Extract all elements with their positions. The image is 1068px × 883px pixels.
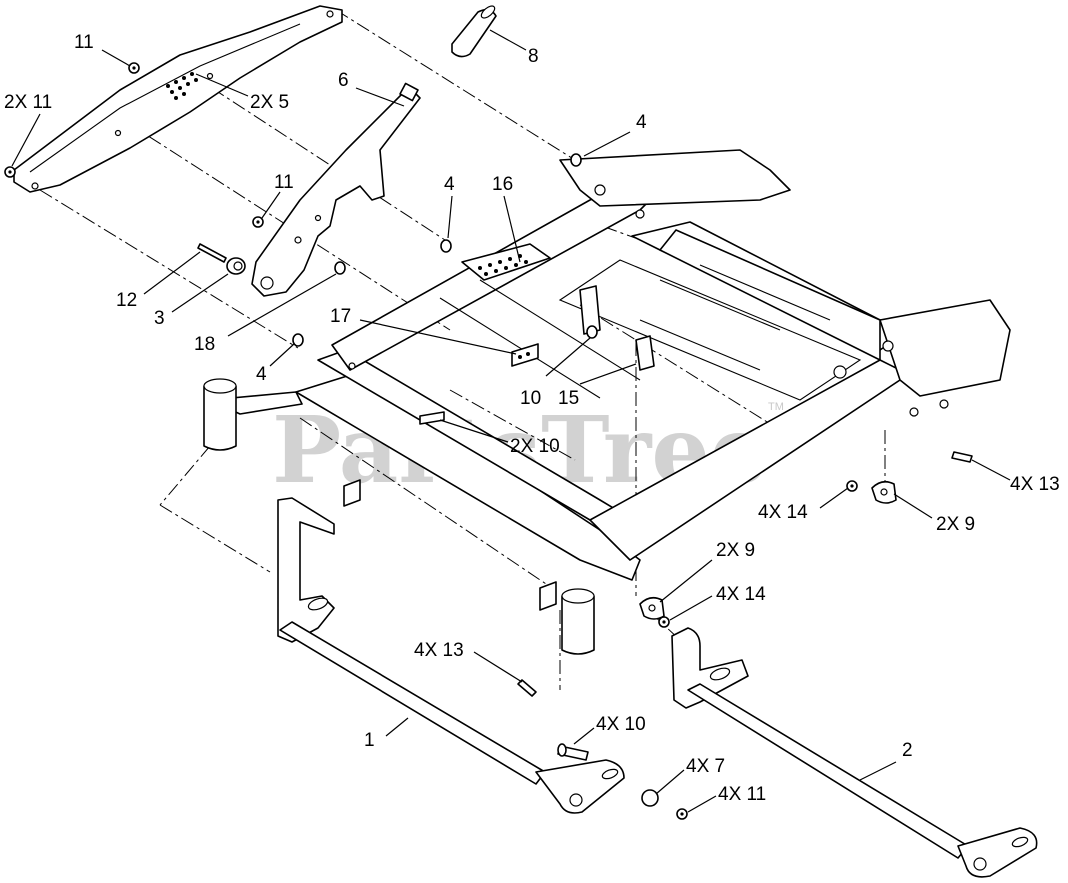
pin-18 (334, 261, 346, 275)
bushing-7 (641, 789, 659, 807)
callout-16: 16 (492, 174, 513, 195)
watermark-trademark: TM (768, 401, 784, 413)
hole-pattern (166, 72, 198, 100)
axle-part-1 (277, 497, 625, 814)
bolt-10-bottom (557, 743, 589, 761)
callout-4x14-left: 4X 14 (716, 584, 766, 605)
callout-8: 8 (528, 46, 539, 67)
callout-17: 17 (330, 306, 351, 327)
callout-6: 6 (338, 70, 349, 91)
axle-part-2 (671, 627, 1038, 878)
right-caster-tube (561, 588, 595, 655)
callout-12: 12 (116, 290, 137, 311)
callout-4x7: 4X 7 (686, 756, 725, 777)
callout-4-low: 4 (256, 364, 267, 385)
callout-15: 15 (558, 388, 579, 409)
callout-4-mid: 4 (444, 174, 455, 195)
clip-9-right (871, 480, 897, 504)
bushing-3 (226, 257, 246, 275)
bolt-13-left (517, 679, 537, 697)
spacer-4-mid (440, 239, 452, 253)
callout-4x11-bottom: 4X 11 (718, 784, 766, 805)
spacer-4-low (292, 333, 304, 347)
nut-14-right (846, 480, 858, 492)
clip-9-left (639, 596, 665, 620)
grip-part-8 (451, 5, 497, 58)
center-arm-part-6 (251, 82, 421, 297)
callout-11-center: 11 (274, 172, 294, 193)
leader-lines (11, 29, 1011, 813)
callout-labels: 11 2X 11 2X 5 6 8 4 11 4 16 12 3 18 17 4… (4, 32, 1060, 805)
callout-2x11-left: 2X 11 (4, 92, 52, 113)
callout-18: 18 (194, 334, 215, 355)
nut-11-top (128, 62, 140, 74)
front-plate-part-5 (13, 5, 343, 193)
callout-10: 10 (520, 388, 541, 409)
callout-2x9-right: 2X 9 (936, 514, 975, 535)
main-frame (203, 149, 1011, 655)
callout-4x13-right: 4X 13 (1010, 474, 1060, 495)
callout-2x10: 2X 10 (510, 436, 560, 457)
callout-4-top: 4 (636, 112, 647, 133)
decal-part-17 (511, 343, 539, 367)
nut-11-left (4, 166, 16, 178)
callout-2x5: 2X 5 (250, 92, 289, 113)
nut-14-left (658, 616, 670, 628)
nut-11-bottom (676, 808, 688, 820)
hardware (4, 62, 973, 820)
pin-10-pair (419, 411, 445, 425)
bolt-13-right (951, 451, 973, 463)
callout-11-top: 11 (74, 32, 94, 53)
left-caster-tube (203, 378, 237, 451)
callout-3: 3 (154, 308, 165, 329)
callout-1: 1 (364, 730, 375, 751)
callout-4x14-right: 4X 14 (758, 502, 808, 523)
spacer-4-top (570, 153, 582, 167)
callout-2: 2 (902, 740, 913, 761)
pin-10 (586, 325, 598, 339)
nut-11-center (252, 216, 264, 228)
bolt-12 (197, 243, 227, 263)
callout-4x13-left: 4X 13 (414, 640, 464, 661)
callout-4x10: 4X 10 (596, 714, 646, 735)
callout-2x9-left: 2X 9 (716, 540, 755, 561)
